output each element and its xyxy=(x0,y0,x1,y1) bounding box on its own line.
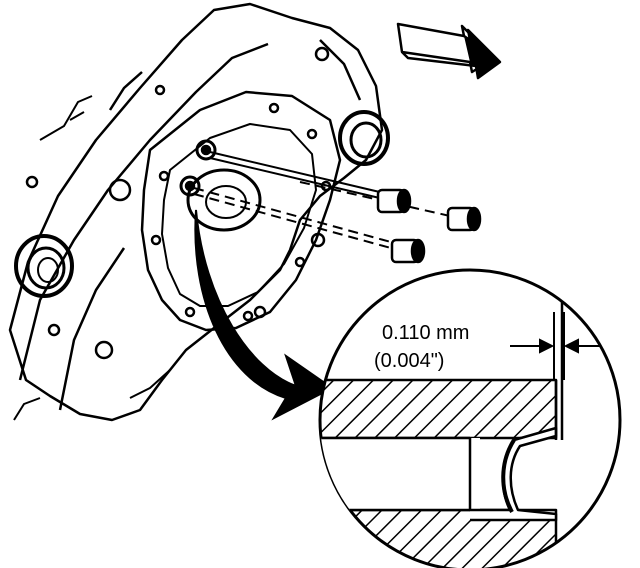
detail-view xyxy=(318,268,622,568)
curved-arrow-icon xyxy=(194,209,334,421)
clearance-metric-label: 0.110 mm xyxy=(382,322,470,344)
oil-pump-cover xyxy=(140,90,342,332)
clearance-imperial-label: (0.004") xyxy=(374,350,445,372)
engine-block xyxy=(8,2,390,422)
bushing-2 xyxy=(446,206,482,232)
pump-bolts xyxy=(193,151,451,251)
bushing-3 xyxy=(390,238,426,264)
clearance-dimension xyxy=(510,312,600,380)
upper-housing-section xyxy=(320,378,558,440)
bushings xyxy=(376,188,482,264)
direction-arrow-icon xyxy=(396,22,502,80)
bushing-1 xyxy=(376,188,412,214)
